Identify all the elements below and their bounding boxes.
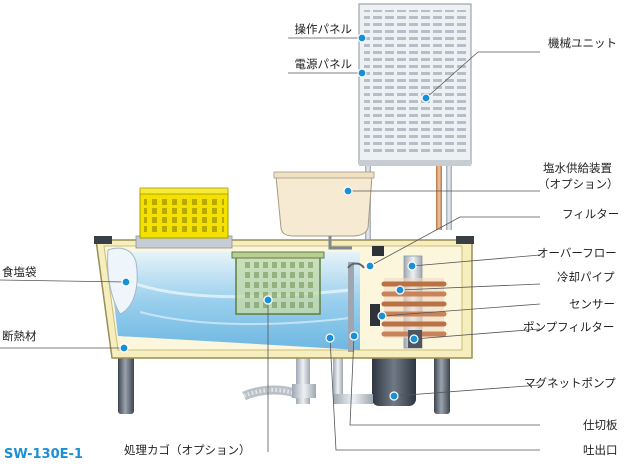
outlet-pipe: [333, 336, 373, 404]
label-filter: フィルター: [562, 207, 620, 221]
drain-hose: [242, 354, 316, 404]
label-processing-basket: 処理カゴ（オプション）: [124, 443, 251, 457]
leader-lines: [0, 37, 541, 452]
label-power-panel: 電源パネル: [294, 57, 353, 71]
brine-feeder: [273, 171, 375, 250]
label-sensor: センサー: [569, 297, 615, 311]
filter: [347, 246, 384, 269]
label-salt-bag: 食塩袋: [2, 265, 37, 279]
label-pump-filter: ポンプフィルター: [523, 320, 615, 334]
label-insulation: 断熱材: [2, 329, 37, 343]
processing-basket: [231, 251, 325, 315]
salt-crate: [139, 187, 229, 239]
cooling-coil: [381, 278, 447, 338]
label-brine-feeder: 塩水供給装置: [543, 161, 612, 175]
label-outlet: 吐出口: [583, 443, 618, 457]
label-partition: 仕切板: [583, 418, 618, 432]
label-operation-panel: 操作パネル: [294, 22, 353, 36]
label-overflow: オーバーフロー: [537, 246, 617, 260]
label-brine-feeder-option: （オプション）: [538, 177, 619, 191]
machine-unit: [358, 3, 472, 166]
label-magnet-pump: マグネットポンプ: [524, 376, 616, 390]
label-machine-unit: 機械ユニット: [548, 36, 617, 50]
legs: [118, 354, 450, 414]
model-code: SW-130E-1: [4, 447, 83, 462]
sensor: [370, 304, 380, 326]
callout-dots: [119, 33, 431, 401]
partition: [348, 262, 354, 352]
water: [108, 252, 360, 350]
label-cooling-pipe: 冷却パイプ: [557, 270, 615, 284]
